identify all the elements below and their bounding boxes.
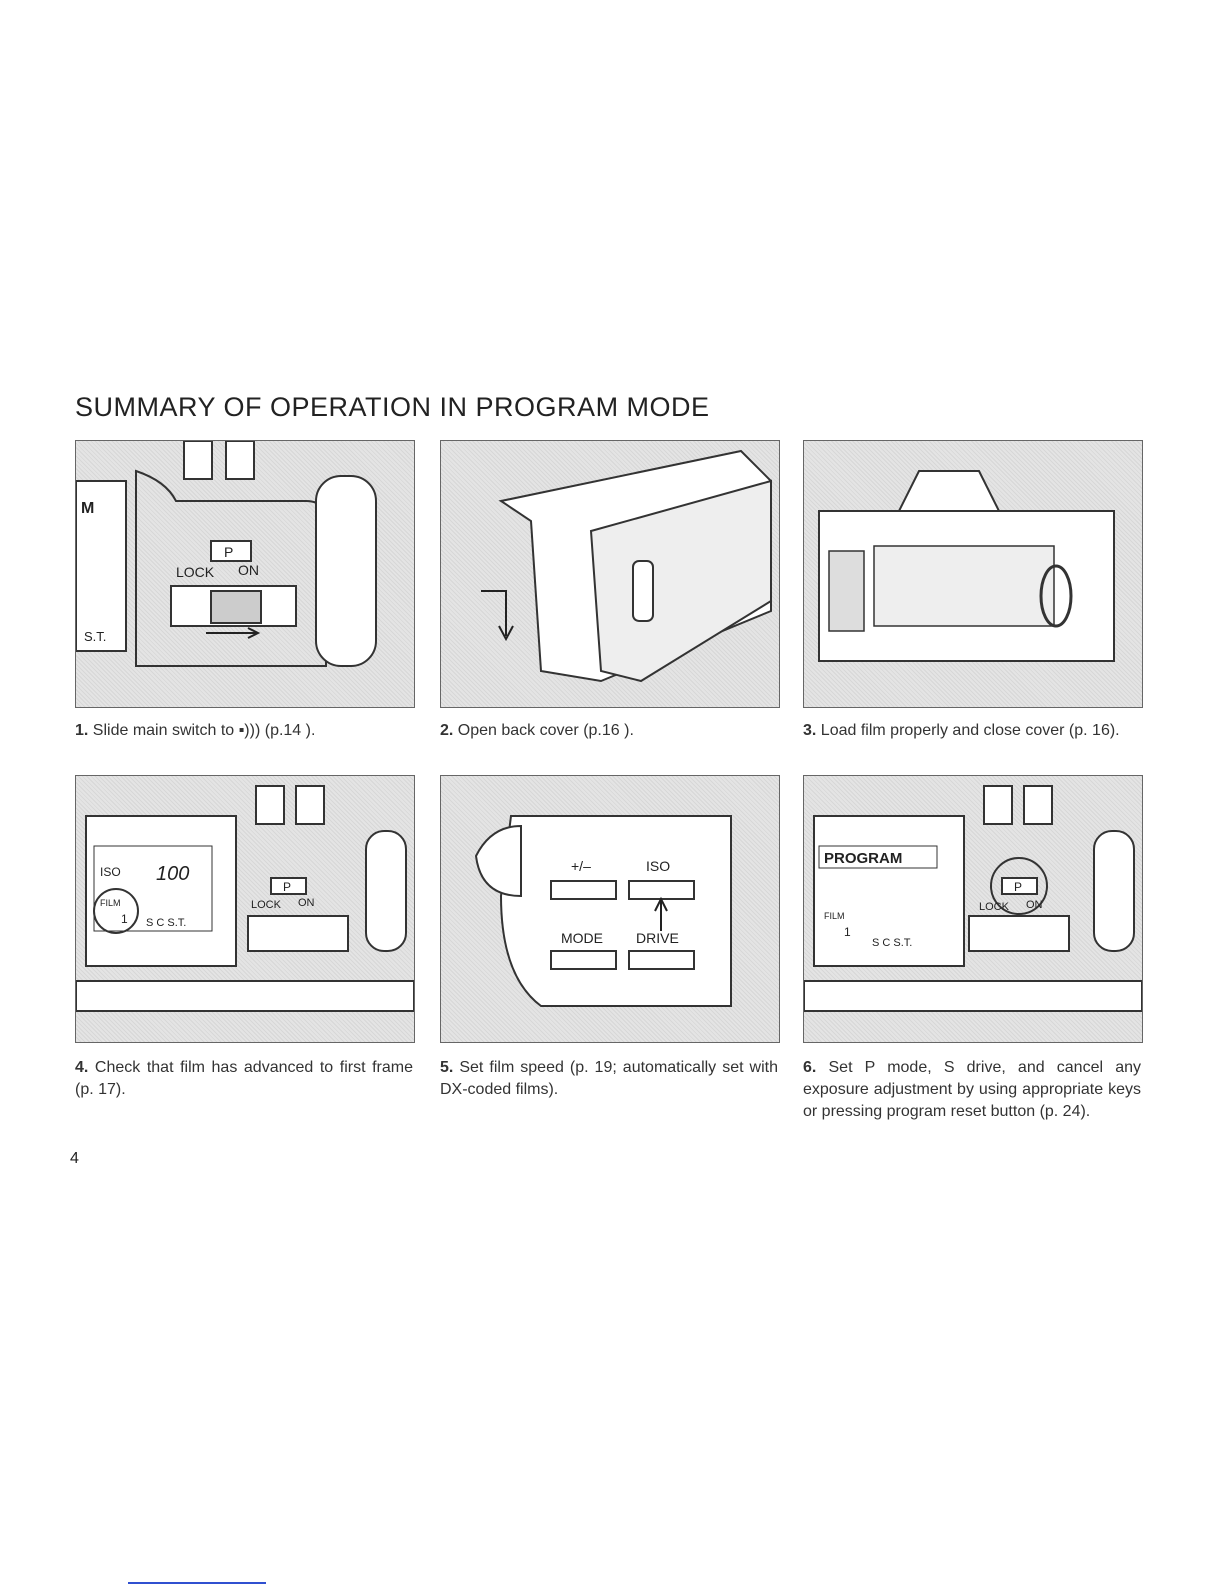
arrow-down-icon	[481, 590, 514, 642]
page-title: SUMMARY OF OPERATION IN PROGRAM MODE	[75, 392, 710, 422]
iso-label: ISO	[100, 865, 121, 879]
program-display-label: PROGRAM	[824, 850, 902, 867]
lcd-m-label: M	[81, 500, 94, 517]
illustration-frame-counter: ISO 100 FILM 1 S C S.T. P LOCK ON	[75, 775, 415, 1043]
drive-labels: S C S.T.	[872, 937, 912, 949]
on-label: ON	[238, 562, 259, 578]
page-number: 4	[70, 1150, 79, 1167]
iso-key-label: ISO	[646, 858, 670, 874]
program-button-label: P	[224, 544, 233, 560]
lock-label: LOCK	[176, 564, 215, 580]
scan-artifact-line	[128, 1582, 266, 1584]
caption-step-6: 6. Set P mode, S drive, and cancel any e…	[803, 1059, 1141, 1120]
illustration-program-mode: PROGRAM FILM 1 S C S.T. P LOCK ON	[803, 775, 1143, 1043]
frame-count: 1	[121, 912, 128, 926]
drive-labels: S C S.T.	[146, 917, 186, 929]
caption-step-2: 2. Open back cover (p.16 ).	[440, 722, 634, 739]
lock-label: LOCK	[251, 899, 282, 911]
exposure-adjust-key	[550, 880, 617, 900]
arrow-right-icon	[206, 627, 261, 639]
illustration-open-back-cover	[440, 440, 780, 708]
on-label: ON	[298, 897, 315, 909]
illustration-film-speed: +/– ISO MODE DRIVE	[440, 775, 780, 1043]
drive-key-label: DRIVE	[636, 930, 679, 946]
program-button-label: P	[283, 880, 291, 894]
illustration-main-switch: M S.T. P LOCK ON	[75, 440, 415, 708]
arrow-up-icon	[654, 896, 668, 931]
caption-step-1: 1. Slide main switch to ▪))) (p.14 ).	[75, 722, 316, 739]
iso-value: 100	[156, 863, 189, 885]
caption-step-4: 4. Check that film has advanced to first…	[75, 1059, 413, 1098]
film-label: FILM	[824, 911, 845, 921]
film-label: FILM	[100, 898, 121, 908]
exposure-adjust-label: +/–	[571, 858, 591, 874]
iso-key	[628, 880, 695, 900]
program-button-label: P	[1014, 880, 1022, 894]
caption-step-3: 3. Load film properly and close cover (p…	[803, 722, 1120, 739]
caption-step-5: 5. Set film speed (p. 19; automatically …	[440, 1059, 778, 1098]
illustration-load-film	[803, 440, 1143, 708]
lock-label: LOCK	[979, 901, 1010, 913]
mode-key-label: MODE	[561, 930, 603, 946]
lcd-st-label: S.T.	[84, 629, 106, 644]
on-label: ON	[1026, 899, 1043, 911]
frame-count: 1	[844, 925, 851, 939]
